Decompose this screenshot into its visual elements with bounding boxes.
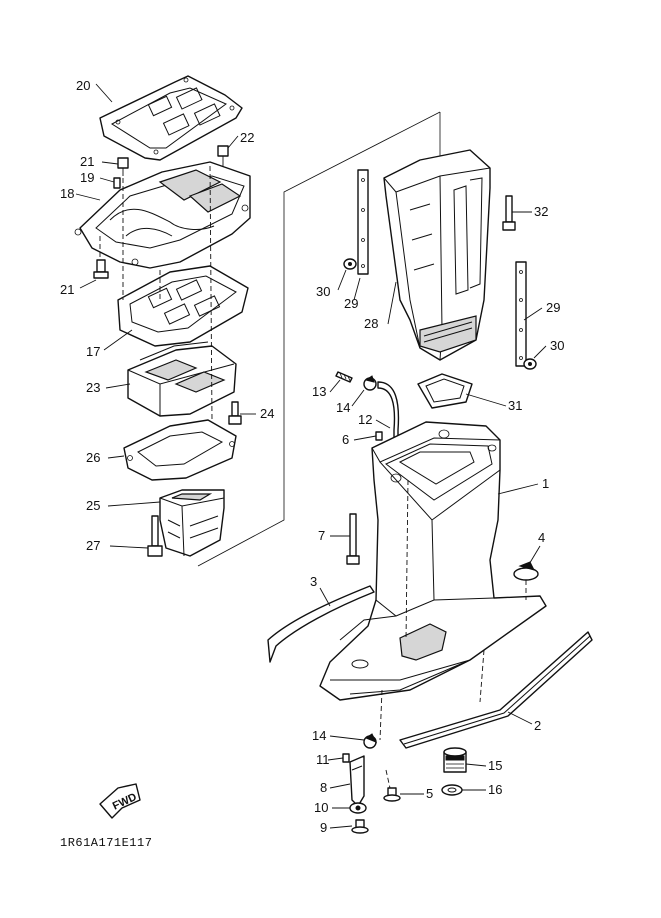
callout-labels: 20 22 21 19 18 21 17 23 24 26 25 27 32 3… xyxy=(60,78,564,835)
part-20-gasket xyxy=(99,75,243,161)
part-29-seal-right xyxy=(515,261,527,367)
part-13-screw xyxy=(335,371,353,383)
callout-4: 4 xyxy=(538,530,545,545)
callout-30-left: 30 xyxy=(316,284,330,299)
part-17-plate xyxy=(117,265,249,347)
callout-22: 22 xyxy=(240,130,254,145)
part-1-drive-shaft-housing xyxy=(319,421,547,701)
callout-19: 19 xyxy=(80,170,94,185)
callout-9: 9 xyxy=(320,820,327,835)
part-8-bracket xyxy=(349,755,365,807)
callout-6: 6 xyxy=(342,432,349,447)
callout-7: 7 xyxy=(318,528,325,543)
callout-23: 23 xyxy=(86,380,100,395)
part-21-bolt-top xyxy=(117,157,129,176)
callout-2: 2 xyxy=(534,718,541,733)
callout-3: 3 xyxy=(310,574,317,589)
part-26-gasket xyxy=(123,419,237,481)
part-29-seal-left xyxy=(357,169,369,275)
callout-14-lower: 14 xyxy=(312,728,326,743)
callout-17: 17 xyxy=(86,344,100,359)
part-6-dowel xyxy=(375,431,383,441)
callout-5: 5 xyxy=(426,786,433,801)
part-31-gasket xyxy=(417,373,473,409)
part-30-washer-right xyxy=(523,358,537,370)
callout-15: 15 xyxy=(488,758,502,773)
part-10-washer xyxy=(349,802,367,814)
callout-11: 11 xyxy=(316,752,330,767)
callout-26: 26 xyxy=(86,450,100,465)
callout-31: 31 xyxy=(508,398,522,413)
callout-29-right: 29 xyxy=(546,300,560,315)
part-18-upper-casing xyxy=(74,161,251,269)
callout-30-right: 30 xyxy=(550,338,564,353)
callout-8: 8 xyxy=(320,780,327,795)
part-14-clip-lower xyxy=(363,733,378,749)
callout-12: 12 xyxy=(358,412,372,427)
callout-13: 13 xyxy=(312,384,326,399)
callout-21-bottom: 21 xyxy=(60,282,74,297)
callout-32: 32 xyxy=(534,204,548,219)
callout-25: 25 xyxy=(86,498,100,513)
callout-18: 18 xyxy=(60,186,74,201)
part-14-clip-upper xyxy=(363,375,377,391)
part-5-bolt xyxy=(383,769,401,802)
part-9-bolt xyxy=(351,819,369,834)
leader-lines xyxy=(75,83,547,829)
part-27-bolt xyxy=(147,515,163,557)
callout-27: 27 xyxy=(86,538,100,553)
fwd-arrow-icon: FWD xyxy=(99,783,141,819)
callout-10: 10 xyxy=(314,800,328,815)
part-11-dowel xyxy=(342,753,350,763)
callout-16: 16 xyxy=(488,782,502,797)
callout-29-left: 29 xyxy=(344,296,358,311)
diagram-code: 1R61A171E117 xyxy=(60,836,153,850)
part-24-bolt xyxy=(228,401,242,425)
part-21-bolt-bottom xyxy=(93,259,109,279)
callout-28: 28 xyxy=(364,316,378,331)
part-30-washer-left xyxy=(343,258,357,270)
part-16-washer xyxy=(441,784,463,796)
part-28-upper-housing xyxy=(383,149,491,361)
part-3-seal xyxy=(267,585,375,663)
callout-21-top: 21 xyxy=(80,154,94,169)
part-23-exhaust-guide xyxy=(127,341,237,417)
part-15-anode xyxy=(443,747,467,773)
part-19-dowel xyxy=(113,177,121,189)
part-2-seal-strip xyxy=(399,631,593,749)
part-25-exhaust-pipe xyxy=(159,489,225,557)
callout-14-upper: 14 xyxy=(336,400,350,415)
callout-24: 24 xyxy=(260,406,274,421)
part-22-bolt xyxy=(217,145,229,166)
part-32-bolt xyxy=(502,195,516,231)
callout-20: 20 xyxy=(76,78,90,93)
part-4-grommet xyxy=(513,561,539,600)
callout-1: 1 xyxy=(542,476,549,491)
part-7-bolt xyxy=(346,513,360,565)
